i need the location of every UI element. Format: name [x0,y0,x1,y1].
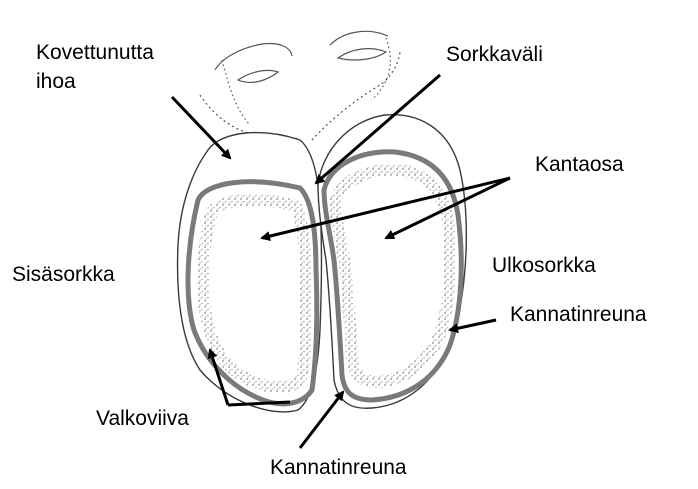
label-kannatinreuna-bottom: Kannatinreuna [270,455,407,480]
label-kantaosa: Kantaosa [535,152,624,177]
inner-claw [178,133,322,412]
label-kannatinreuna-right: Kannatinreuna [510,302,647,327]
label-sorkkavali: Sorkkaväli [446,42,543,67]
label-ihoa: ihoa [36,69,76,94]
label-ulkosorkka: Ulkosorkka [492,253,596,278]
label-kovettunutta: Kovettunutta [36,40,154,65]
label-sisasorkka: Sisäsorkka [12,262,115,287]
arrow-kovettunutta [172,97,230,158]
label-valkoviiva: Valkoviiva [96,406,189,431]
outer-claw [318,115,466,409]
